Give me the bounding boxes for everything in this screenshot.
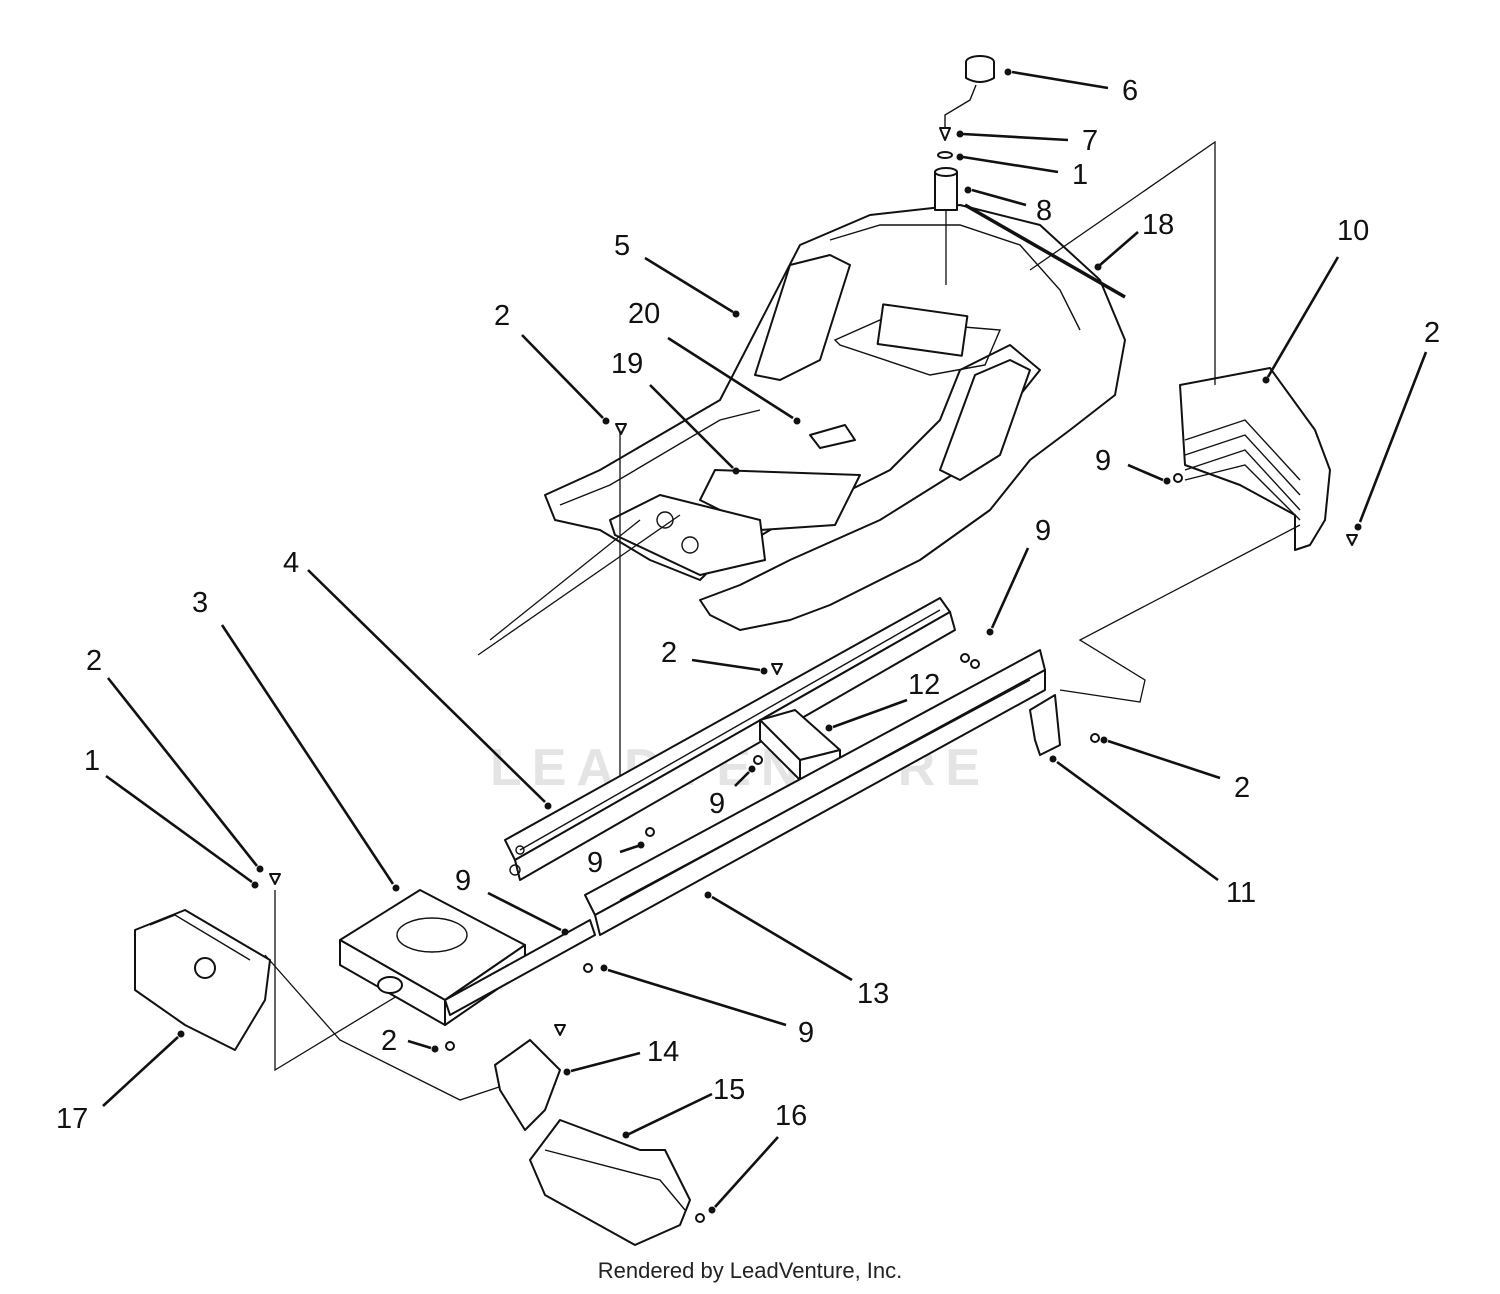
callout-9: 9 [709, 788, 725, 820]
callout-16: 16 [775, 1100, 807, 1132]
cover-14-part [494, 1039, 561, 1131]
callout-2: 2 [1424, 317, 1440, 349]
cover-15-part [529, 1119, 691, 1246]
front-bracket-part [134, 909, 271, 1051]
fasteners [269, 423, 1358, 1223]
callout-leaders [102, 68, 1428, 1214]
left-frame-rail-part [504, 597, 956, 881]
callout-19: 19 [611, 348, 643, 380]
callout-9: 9 [455, 865, 471, 897]
callout-labels: 6 7 1 8 18 10 5 2 20 19 2 9 9 4 3 2 12 2… [56, 75, 1440, 1135]
callout-2: 2 [381, 1025, 397, 1057]
callout-2: 2 [494, 300, 510, 332]
callout-2: 2 [661, 637, 677, 669]
callout-6: 6 [1122, 75, 1138, 107]
cross-member-part [759, 709, 841, 781]
callout-10: 10 [1337, 215, 1369, 247]
callout-13: 13 [857, 978, 889, 1010]
callout-18: 18 [1142, 209, 1174, 241]
footer-credit: Rendered by LeadVenture, Inc. [597, 1258, 903, 1283]
callout-20: 20 [628, 298, 660, 330]
callout-11: 11 [1226, 877, 1256, 909]
callout-1: 1 [1072, 159, 1088, 191]
callout-9: 9 [798, 1017, 814, 1049]
callout-5: 5 [614, 230, 630, 262]
rod-part [964, 203, 1126, 299]
callout-4: 4 [283, 547, 299, 579]
callout-9: 9 [587, 847, 603, 879]
callout-15: 15 [713, 1074, 745, 1106]
callout-12: 12 [908, 669, 940, 701]
callout-9: 9 [1095, 445, 1111, 477]
side-bracket-part [1029, 694, 1061, 756]
callout-7: 7 [1082, 125, 1098, 157]
callout-17: 17 [56, 1103, 88, 1135]
mount-plate-part [339, 889, 596, 1026]
callout-1: 1 [84, 745, 100, 777]
callout-8: 8 [1036, 195, 1052, 227]
callout-2: 2 [86, 645, 102, 677]
rear-bracket-part [1179, 367, 1331, 551]
fender-body-part [544, 204, 1126, 631]
callout-3: 3 [192, 587, 208, 619]
callout-9: 9 [1035, 515, 1051, 547]
knob-assembly-part [934, 55, 995, 285]
callout-2: 2 [1234, 772, 1250, 804]
right-frame-rail-part [584, 649, 1046, 936]
callout-14: 14 [647, 1036, 679, 1068]
assembly-guide-lines [264, 140, 1301, 1101]
